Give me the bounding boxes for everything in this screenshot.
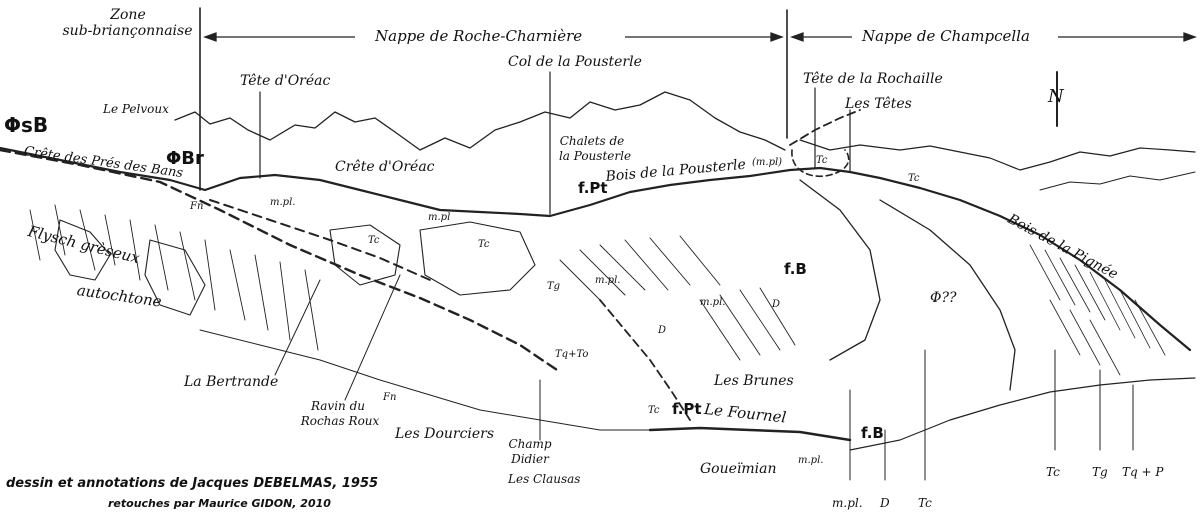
tete-oreac-label: Tête d'Oréac bbox=[240, 73, 331, 89]
cliff-right-mass bbox=[879, 199, 1016, 391]
slope-lines-brunes bbox=[699, 287, 796, 361]
valley-floor-right bbox=[849, 377, 1196, 451]
fn-label-2: Fn bbox=[383, 392, 397, 403]
rock-outline-tc-block bbox=[419, 221, 536, 296]
zone-label-line1: Zone bbox=[110, 7, 146, 23]
tg-label-1: Tg bbox=[547, 281, 561, 292]
mpl-label-5: m.pl. bbox=[798, 455, 824, 466]
phi-sb-label: ΦsB bbox=[4, 113, 49, 137]
distant-ridge-right-lower bbox=[1039, 171, 1196, 191]
d-label-1: D bbox=[658, 325, 667, 336]
arrowhead-champcella-right bbox=[1183, 32, 1197, 42]
bottom-tqp-label: Tq + P bbox=[1122, 465, 1164, 479]
rock-outline-left-2 bbox=[144, 239, 206, 316]
mpl-label-4: m.pl. bbox=[700, 297, 726, 308]
fn-label-1: Fn bbox=[190, 201, 204, 212]
arrowhead-champcella-left bbox=[790, 32, 804, 42]
champ-label-line1: Champ bbox=[508, 437, 552, 451]
f-pt-upper-label: f.Pt bbox=[578, 179, 608, 197]
nappe-roche-charniere-label: Nappe de Roche-Charnière bbox=[375, 27, 583, 45]
f-pt-lower-label: f.Pt bbox=[672, 400, 702, 418]
col-pousterle-label: Col de la Pousterle bbox=[508, 54, 642, 70]
champ-label-line2: Didier bbox=[511, 452, 549, 466]
arrowhead-roche-right bbox=[770, 32, 784, 42]
forest-hatching-right bbox=[1029, 244, 1166, 376]
thrust-contact-secondary bbox=[209, 199, 431, 281]
tq-to-label: Tq+To bbox=[555, 349, 589, 360]
tc-label-3: Tc bbox=[908, 173, 920, 184]
les-dourciers-label: Les Dourciers bbox=[395, 426, 495, 442]
f-b-low-label: f.B bbox=[861, 424, 884, 442]
rock-outline-left-1 bbox=[54, 219, 111, 281]
tc-label-1: Tc bbox=[368, 235, 380, 246]
la-bertrande-label: La Bertrande bbox=[184, 374, 279, 390]
credit-line-1: dessin et annotations de Jacques DEBELMA… bbox=[6, 476, 379, 491]
les-clausas-label: Les Clausas bbox=[508, 472, 581, 486]
north-label: N bbox=[1048, 86, 1064, 107]
phi-question-label: Φ?? bbox=[930, 290, 957, 306]
ravin-label-line2: Rochas Roux bbox=[300, 414, 380, 428]
zone-label-line2: sub-briançonnaise bbox=[62, 23, 193, 39]
nappe-champcella-label: Nappe de Champcella bbox=[862, 27, 1030, 45]
cliff-hatching-left bbox=[29, 204, 319, 351]
mpl-label-2: m.pl bbox=[428, 212, 451, 223]
f-b-mid-label: f.B bbox=[784, 260, 807, 278]
bottom-tc-label-1: Tc bbox=[918, 496, 932, 510]
bottom-d-label: D bbox=[880, 496, 890, 510]
les-tetes-label: Les Têtes bbox=[845, 96, 912, 112]
chalets-label-line2: la Pousterle bbox=[558, 149, 632, 163]
bottom-mpl-label: m.pl. bbox=[832, 496, 863, 510]
tc-label-2: Tc bbox=[478, 239, 490, 250]
lower-valley-left bbox=[199, 329, 651, 431]
arrowhead-roche-left bbox=[203, 32, 217, 42]
thrust-contact-main bbox=[0, 148, 562, 374]
cliff-rochaille bbox=[799, 179, 881, 361]
fault-rochaille-loop bbox=[791, 149, 850, 177]
tete-rochaille-label: Tête de la Rochaille bbox=[803, 71, 943, 87]
tc-label-5: Tc bbox=[648, 405, 660, 416]
bottom-tc-label-2: Tc bbox=[1046, 465, 1060, 479]
pelvoux-label: Le Pelvoux bbox=[103, 102, 169, 116]
slope-lines-mid bbox=[559, 235, 721, 301]
ravin-label-line1: Ravin du bbox=[310, 399, 366, 413]
valley-forest-band bbox=[648, 426, 852, 442]
credit-line-2: retouches par Maurice GIDON, 2010 bbox=[108, 497, 331, 510]
fault-col-pousterle bbox=[599, 299, 691, 421]
crete-oreac-label: Crête d'Oréac bbox=[335, 159, 435, 175]
leader-ravin bbox=[344, 274, 401, 401]
bois-pousterle-mpl-label: (m.pl) bbox=[752, 157, 783, 168]
distant-ridge-right bbox=[799, 139, 1196, 171]
leader-bertrande bbox=[274, 279, 321, 376]
d-label-2: D bbox=[772, 299, 781, 310]
phi-br-label: ΦBr bbox=[166, 148, 204, 169]
main-ridge-crest bbox=[0, 146, 1192, 352]
tc-label-4: Tc bbox=[816, 155, 828, 166]
bottom-tg-label: Tg bbox=[1092, 465, 1108, 479]
goueimian-label: Goueïmian bbox=[700, 461, 777, 477]
distant-ridge-line bbox=[174, 91, 786, 151]
mpl-label-1: m.pl. bbox=[270, 197, 296, 208]
rock-outline-oreac bbox=[329, 224, 401, 286]
les-brunes-label: Les Brunes bbox=[714, 373, 794, 389]
chalets-label-line1: Chalets de bbox=[559, 134, 625, 148]
mpl-label-3: m.pl. bbox=[595, 275, 621, 286]
